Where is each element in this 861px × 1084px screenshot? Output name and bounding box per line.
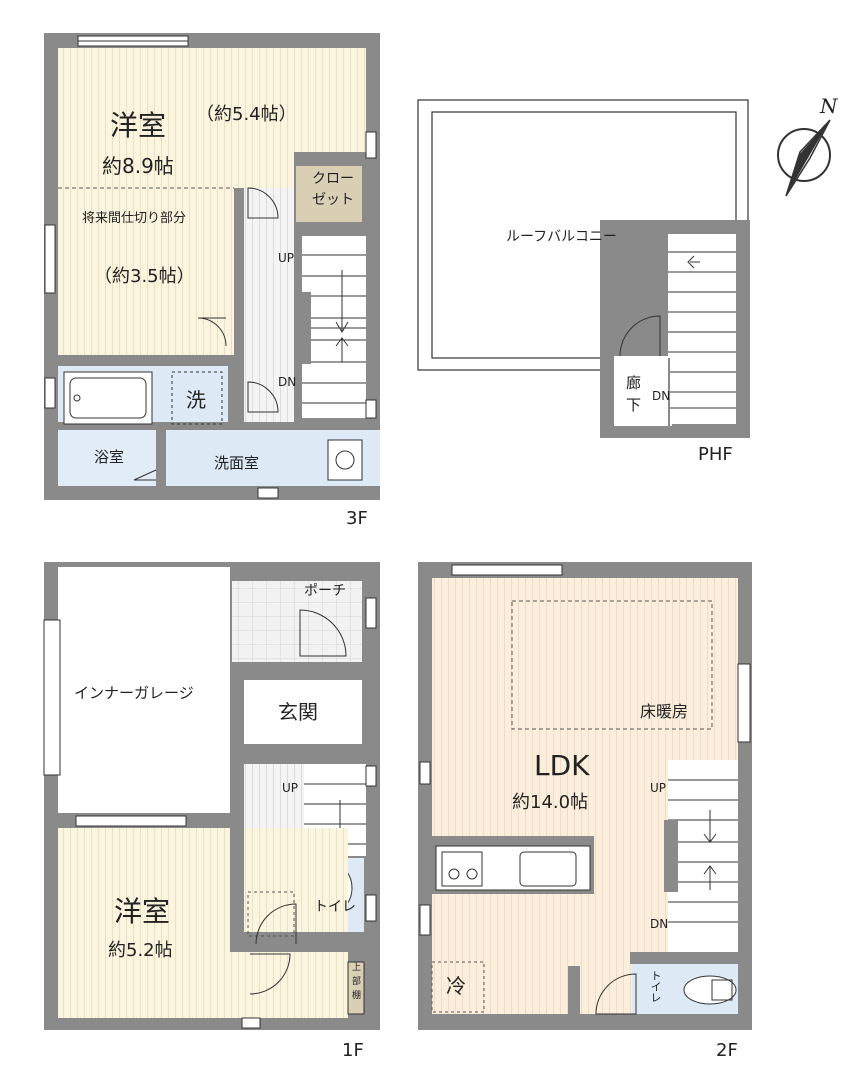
sink-icon <box>519 851 577 887</box>
f3-stairs-up: UP <box>278 251 295 265</box>
f1-entrance-label: 玄関 <box>278 700 318 724</box>
f3-bathroom-label: 浴室 <box>94 448 125 466</box>
f2-ldk-label: LDK <box>534 749 590 782</box>
compass-icon <box>777 119 831 197</box>
floor-label-phf: PHF <box>698 444 733 465</box>
compass-north-letter: N <box>820 94 838 118</box>
entrance <box>244 680 362 744</box>
floor-heating-zone <box>511 600 713 730</box>
f3-closet <box>296 166 362 222</box>
roof-balcony-label: ルーフバルコニー <box>506 229 617 245</box>
f3-stairs <box>302 236 366 418</box>
f2-doors <box>595 973 637 1015</box>
f2-stairs-dn: DN <box>650 917 669 931</box>
f2-floor-heating-label: 床暖房 <box>640 702 689 721</box>
toilet-icon-2f <box>683 975 737 1005</box>
f1-inner-garage-label: インナーガレージ <box>74 684 194 702</box>
f1-toilet-label: トイレ <box>314 899 356 915</box>
floor-phf <box>417 99 750 438</box>
phf-stairs <box>668 234 736 424</box>
f1-upper-shelf-3: 棚 <box>352 991 362 1001</box>
f3-future-partition-label: 将来間仕切り部分 <box>82 211 187 226</box>
f3-future-area: （約3.5帖） <box>94 266 195 287</box>
f1-western-room-name: 洋室 <box>114 895 171 928</box>
f3-closet-label-2: ゼット <box>312 192 354 208</box>
f3-western-room-area: 約8.9帖 <box>102 154 174 178</box>
f3-future-partition-area <box>58 188 234 355</box>
floor-label-3f: 3F <box>346 508 368 529</box>
f2-stairs-up: UP <box>650 781 667 795</box>
f3-stairs-dn: DN <box>278 375 297 389</box>
f1-stairs-up: UP <box>282 781 299 795</box>
washer-space <box>171 371 223 425</box>
f1-western-room-area: 約5.2帖 <box>108 940 173 961</box>
f3-washroom-label: 洗面室 <box>214 454 260 472</box>
f1-doors <box>249 609 347 995</box>
phf-corridor-label-1: 廊 <box>626 374 642 392</box>
f1-upper-shelf-2: 部 <box>352 977 362 987</box>
f2-toilet-label: トイレ <box>649 970 662 1003</box>
f2-ldk-area: 約14.0帖 <box>512 792 589 813</box>
upper-shelf <box>347 961 365 1015</box>
f3-western-room-sub-area: （約5.4帖） <box>196 104 297 125</box>
f3-doors <box>133 187 279 481</box>
fridge-space <box>431 961 485 1013</box>
f3-closet-label-1: クロー <box>312 171 354 187</box>
stove-icon <box>441 851 483 887</box>
f3-western-room-name: 洋室 <box>110 109 167 142</box>
floor-2f <box>418 562 752 1030</box>
inner-garage <box>58 567 230 813</box>
floor-1f <box>43 562 380 1030</box>
f1-upper-shelf-1: 上 <box>352 963 362 973</box>
floor-label-2f: 2F <box>716 1040 738 1061</box>
porch <box>232 580 362 662</box>
phf-corridor-label-2: 下 <box>626 396 642 414</box>
f3-washer-label: 洗 <box>186 388 206 412</box>
floor-3f <box>44 33 380 500</box>
floor-label-1f: 1F <box>342 1040 364 1061</box>
f3-hallway <box>244 188 294 428</box>
f2-fridge-label: 冷 <box>446 974 466 998</box>
f1-porch-label: ポーチ <box>304 583 346 599</box>
phf-stairs-dn: DN <box>652 389 671 403</box>
f2-stairs <box>668 760 738 956</box>
water-heater-icon <box>327 439 363 481</box>
